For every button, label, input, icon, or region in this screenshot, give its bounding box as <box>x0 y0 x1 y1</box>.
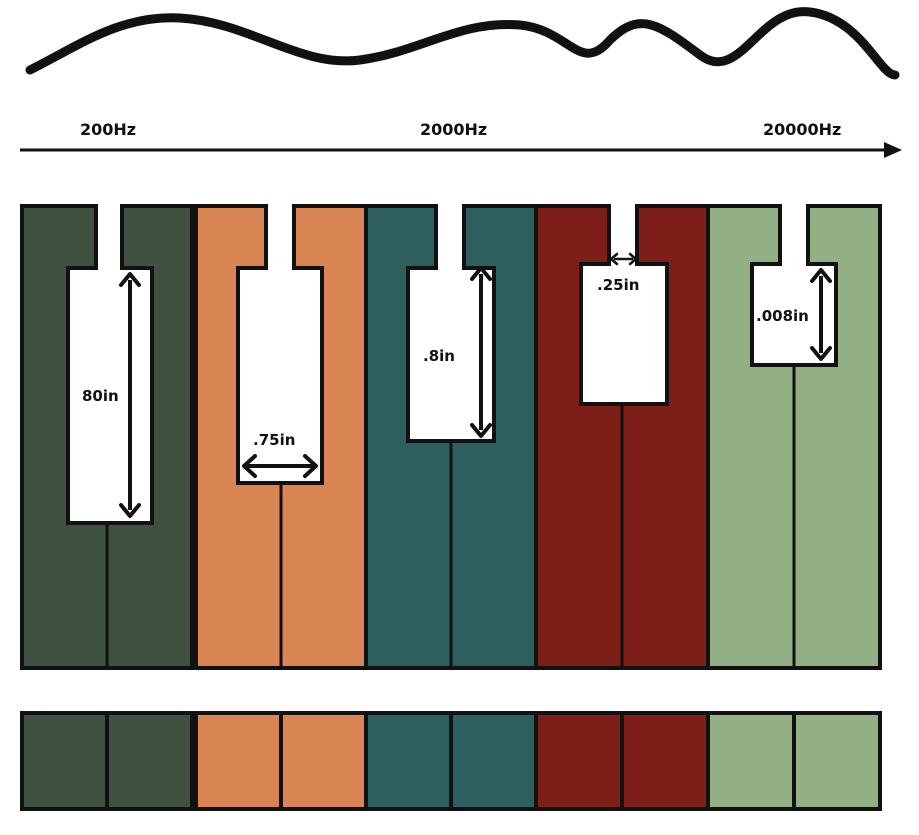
arrow-right-icon <box>884 142 902 158</box>
resonator-block-4: .25in <box>534 203 710 670</box>
resonator-block-5: .008in <box>706 203 882 670</box>
legend-cell-group-4 <box>534 711 710 811</box>
neck-opening <box>268 203 292 209</box>
neck-opening <box>98 203 120 209</box>
neck-opening <box>782 203 806 209</box>
double-arrow-icon <box>242 454 318 478</box>
freq-label-2000hz: 2000Hz <box>420 120 488 139</box>
resonator-block-3: .8in <box>364 203 538 670</box>
legend-cell <box>792 711 882 811</box>
legend-cell <box>194 711 283 811</box>
legend-cell <box>449 711 538 811</box>
resonator-cavity <box>406 206 496 443</box>
legend-cell-group-1 <box>20 711 194 811</box>
wave-icon <box>25 7 900 80</box>
legend-cell <box>20 711 109 811</box>
legend-cell <box>620 711 710 811</box>
measurement-label: .25in <box>597 276 639 294</box>
legend-cell <box>279 711 368 811</box>
resonator-block-1: 80in <box>20 203 194 670</box>
neck-opening <box>611 203 635 209</box>
legend-cell <box>706 711 796 811</box>
measurement-label: 80in <box>82 387 119 405</box>
legend-cell-group-5 <box>706 711 882 811</box>
resonator-block-2: .75in <box>194 203 368 670</box>
resonator-cavity <box>236 206 324 485</box>
freq-label-20000hz: 20000Hz <box>763 120 842 139</box>
resonator-cavity <box>579 206 669 406</box>
color-legend-bar <box>20 711 882 811</box>
double-arrow-icon <box>470 266 492 438</box>
double-arrow-icon <box>609 252 638 266</box>
legend-cell <box>105 711 194 811</box>
double-arrow-icon <box>810 268 832 361</box>
neck-opening <box>438 203 462 209</box>
resonator-blocks: 80in .75in .8in .25in .008in <box>20 203 882 670</box>
legend-cell <box>534 711 624 811</box>
double-arrow-icon <box>119 272 141 518</box>
freq-label-200hz: 200Hz <box>80 120 137 139</box>
legend-cell-group-2 <box>194 711 368 811</box>
measurement-label: .8in <box>423 347 455 365</box>
measurement-label: .75in <box>253 431 295 449</box>
legend-cell <box>364 711 453 811</box>
legend-cell-group-3 <box>364 711 538 811</box>
measurement-label: .008in <box>756 307 809 325</box>
resonator-cavity <box>750 206 838 367</box>
